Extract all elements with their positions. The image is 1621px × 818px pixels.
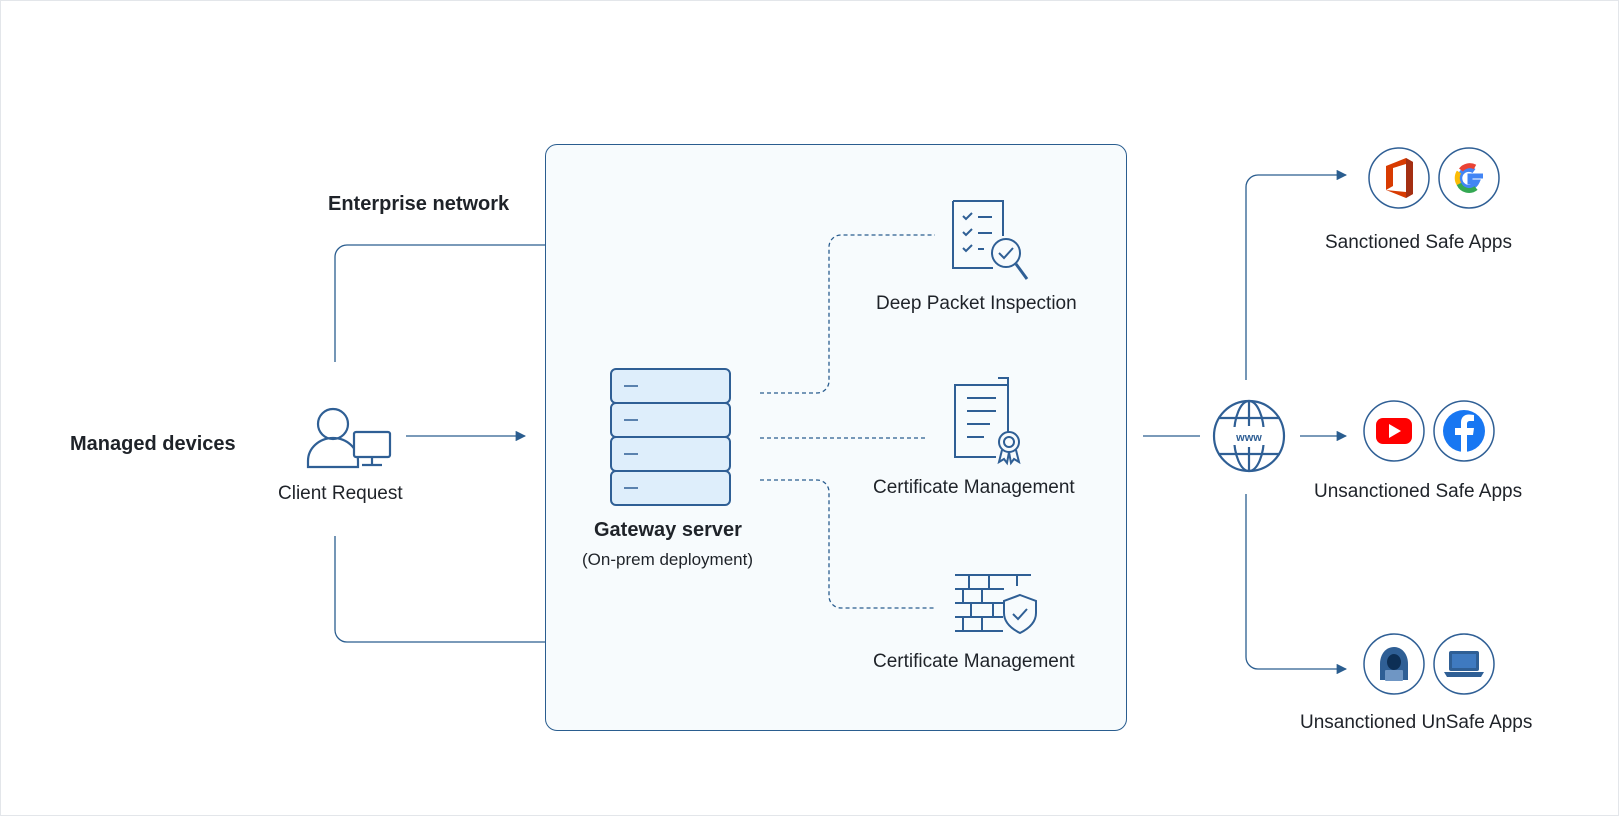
sanctioned-safe-apps-label: Sanctioned Safe Apps xyxy=(1325,232,1512,253)
inspection-icon xyxy=(952,200,1029,280)
gateway-server-subtitle: (On-prem deployment) xyxy=(582,550,754,569)
enterprise-network-label: Enterprise network xyxy=(328,193,510,215)
laptop-icon xyxy=(1433,633,1495,695)
google-icon xyxy=(1438,147,1500,209)
connector-certificate-2 xyxy=(760,479,935,609)
www-globe-icon: www xyxy=(1212,399,1286,473)
unsanctioned-safe-apps-label: Unsanctioned Safe Apps xyxy=(1314,481,1523,502)
certificate-management-label-2: Certificate Management xyxy=(873,651,1075,672)
www-label: www xyxy=(1235,432,1262,444)
certificate-management-label-1: Certificate Management xyxy=(873,477,1075,498)
client-request-icon xyxy=(306,407,392,469)
hacker-icon xyxy=(1363,633,1425,695)
gateway-server-title: Gateway server xyxy=(594,519,742,541)
firewall-icon xyxy=(955,574,1037,635)
client-request-label: Client Request xyxy=(278,483,403,504)
gateway-server-icon xyxy=(610,368,731,506)
youtube-icon xyxy=(1363,400,1425,462)
enterprise-connector-top xyxy=(334,244,545,362)
globe-to-sanctioned-arrow xyxy=(1245,169,1348,380)
deep-packet-inspection-label: Deep Packet Inspection xyxy=(876,293,1077,314)
office-icon xyxy=(1368,147,1430,209)
unsanctioned-unsafe-apps-label: Unsanctioned UnSafe Apps xyxy=(1300,712,1533,733)
certificate-icon xyxy=(954,377,1021,466)
managed-devices-label: Managed devices xyxy=(70,433,236,455)
enterprise-connector-bottom xyxy=(334,536,545,643)
facebook-icon xyxy=(1433,400,1495,462)
globe-to-unsanctioned-unsafe-arrow xyxy=(1245,494,1348,675)
connector-deep-packet xyxy=(760,234,935,394)
